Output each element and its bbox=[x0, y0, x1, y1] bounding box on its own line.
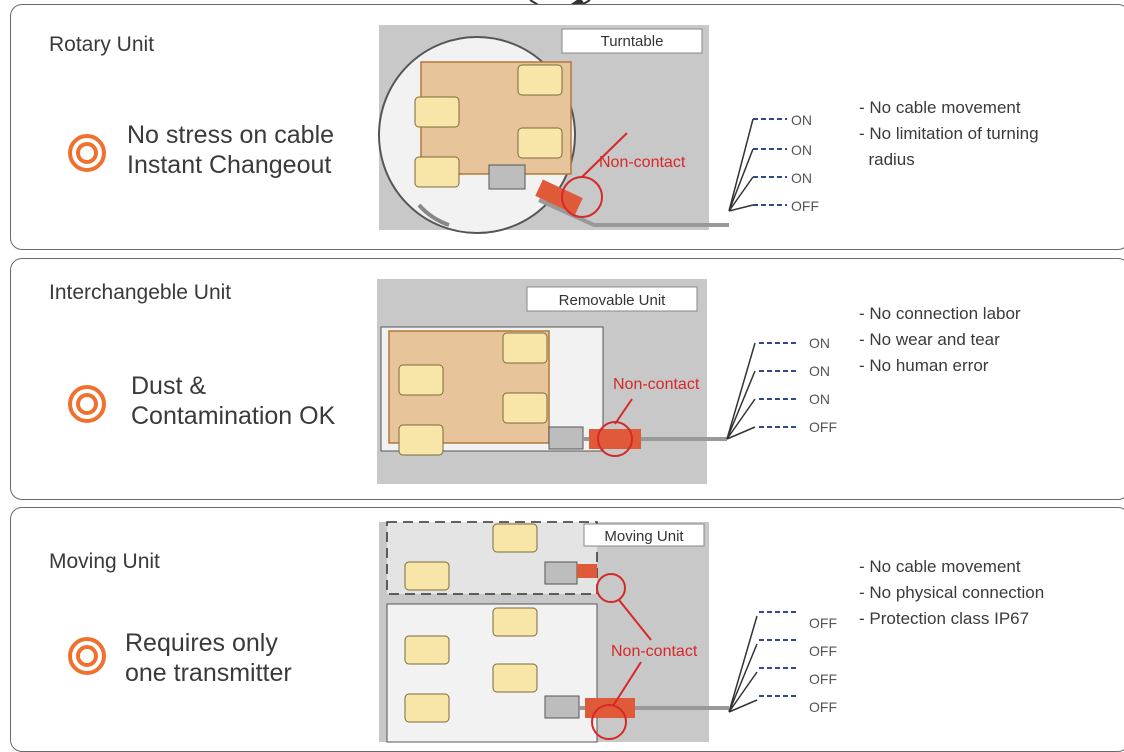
signal-label: OFF bbox=[791, 198, 819, 214]
signal-label: ON bbox=[791, 170, 812, 186]
signal-label: ON bbox=[809, 363, 830, 379]
noncontact-label: Non-contact bbox=[599, 154, 686, 171]
double-circle-icon bbox=[68, 385, 106, 423]
signal-outputs: ON ON ON OFF bbox=[728, 112, 819, 214]
feature-list: - No cable movement - No physical connec… bbox=[859, 557, 1045, 628]
section-title: Interchangeble Unit bbox=[49, 281, 232, 304]
signal-outputs: OFF OFF OFF OFF bbox=[728, 611, 837, 715]
section-title: Moving Unit bbox=[49, 550, 160, 573]
signal-outputs: ON ON ON OFF bbox=[726, 335, 837, 440]
signal-label: OFF bbox=[809, 699, 837, 715]
signal-label: OFF bbox=[809, 615, 837, 631]
signal-label: ON bbox=[809, 335, 830, 351]
feature-list: - No cable movement - No limitation of t… bbox=[859, 98, 1039, 169]
unit-label: Removable Unit bbox=[559, 292, 667, 309]
signal-label: OFF bbox=[809, 419, 837, 435]
moving-unit-diagram: Moving Unit Non-contact bbox=[379, 521, 729, 743]
benefit-text: No stress on cable Instant Changeout bbox=[127, 121, 335, 179]
noncontact-label: Non-contact bbox=[611, 643, 698, 660]
feature-list: - No connection labor - No wear and tear… bbox=[859, 304, 1021, 375]
signal-label: OFF bbox=[809, 671, 837, 687]
unit-label: Turntable bbox=[601, 33, 664, 50]
signal-label: ON bbox=[809, 391, 830, 407]
benefit-text: Dust & Contamination OK bbox=[131, 372, 336, 430]
section-title: Rotary Unit bbox=[49, 33, 155, 56]
rotary-unit-diagram: Turntable Non-contact bbox=[378, 25, 729, 234]
noncontact-label: Non-contact bbox=[613, 376, 700, 393]
signal-label: OFF bbox=[809, 643, 837, 659]
double-circle-icon bbox=[68, 637, 106, 675]
signal-label: ON bbox=[791, 112, 812, 128]
double-circle-icon bbox=[68, 134, 106, 172]
benefit-text: Requires only one transmitter bbox=[125, 629, 292, 687]
unit-label: Moving Unit bbox=[604, 528, 684, 545]
signal-label: ON bbox=[791, 142, 812, 158]
rotary-unit-panel: Rotary Unit No stress on cable Instant C… bbox=[10, 4, 1124, 250]
interchangeable-unit-diagram: Removable Unit Non-contact bbox=[377, 279, 727, 484]
interchangeable-unit-panel: Interchangeble Unit Dust & Contamination… bbox=[10, 258, 1124, 500]
moving-unit-panel: Moving Unit Requires only one transmitte… bbox=[10, 507, 1124, 752]
